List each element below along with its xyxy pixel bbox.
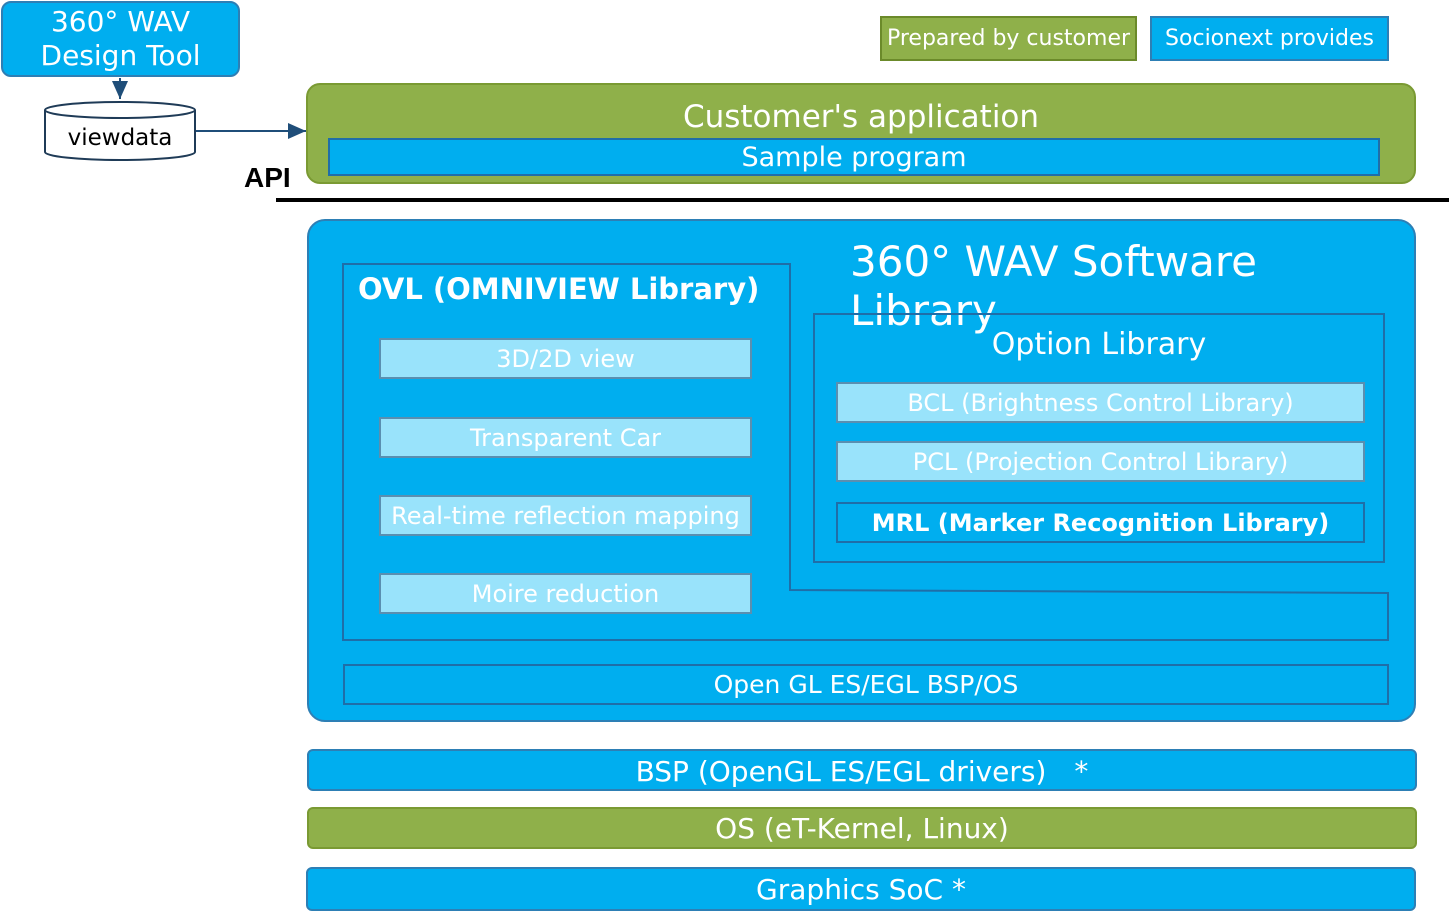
ovl-item-transparent-car: Transparent Car: [379, 417, 752, 458]
option-library-title: Option Library: [991, 326, 1207, 362]
api-label: API: [244, 162, 291, 193]
option-item-bcl: BCL (Brightness Control Library): [836, 382, 1365, 423]
legend-socionext: Socionext provides: [1150, 16, 1389, 61]
ovl-item-moire-reduction: Moire reduction: [379, 573, 752, 614]
design-tool-box: 360° WAV Design Tool: [1, 1, 240, 77]
legend-customer: Prepared by customer: [880, 16, 1137, 61]
viewdata-label: viewdata: [67, 125, 173, 151]
ovl-title: OVL (OMNIVIEW Library): [358, 272, 760, 306]
graphics-soc-bar: Graphics SoC *: [306, 867, 1416, 911]
opengl-box: Open GL ES/EGL BSP/OS: [343, 664, 1389, 705]
ovl-item-reflection-mapping: Real-time reflection mapping: [379, 495, 752, 536]
software-library-title: 360° WAV Software Library: [850, 237, 1258, 335]
option-item-mrl: MRL (Marker Recognition Library): [836, 502, 1365, 543]
customer-application-box: Customer's application Sample program: [306, 83, 1416, 184]
design-tool-line1: 360° WAV: [50, 5, 190, 38]
customer-application-title: Customer's application: [682, 99, 1040, 135]
viewdata-cylinder-icon: [44, 101, 196, 161]
bsp-bar: BSP (OpenGL ES/EGL drivers) *: [307, 749, 1417, 791]
option-item-pcl: PCL (Projection Control Library): [836, 441, 1365, 482]
option-library-box: Option Library: [813, 313, 1385, 563]
ovl-item-3d2d-view: 3D/2D view: [379, 338, 752, 379]
os-bar: OS (eT-Kernel, Linux): [307, 807, 1417, 849]
design-tool-line2: Design Tool: [40, 39, 201, 72]
sample-program-box: Sample program: [328, 138, 1380, 176]
